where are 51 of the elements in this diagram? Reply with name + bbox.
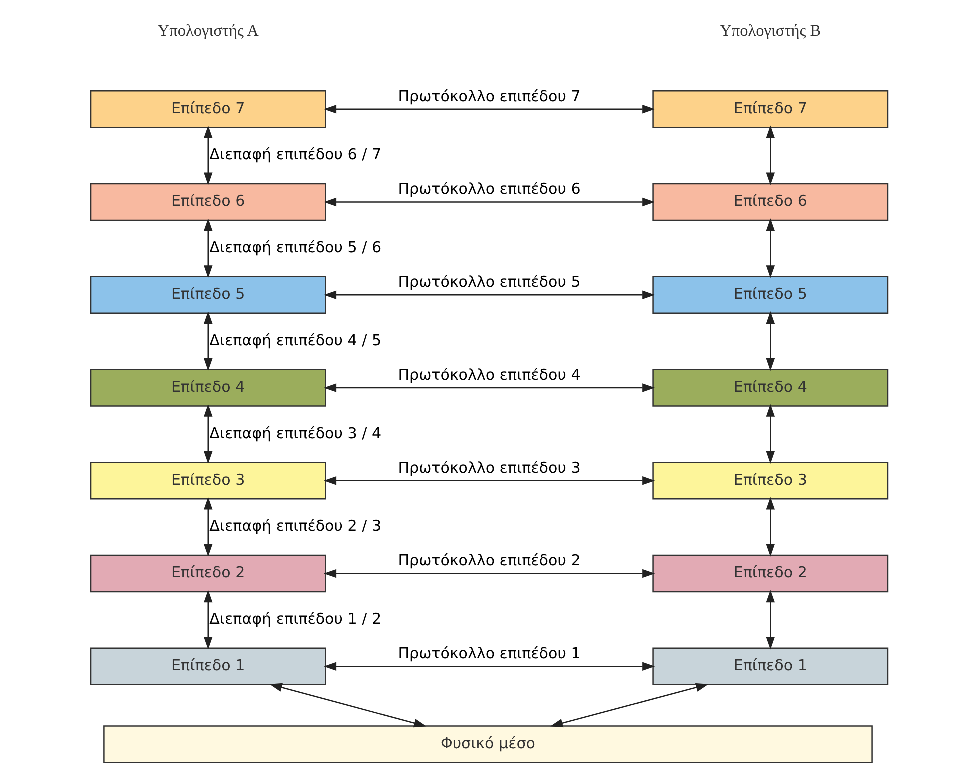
arrow: [766, 404, 776, 464]
arrow: [324, 476, 656, 486]
node-box: Επίπεδο 2: [652, 554, 889, 593]
edge-label: Διεπαφή επιπέδου 2 / 3: [210, 517, 382, 536]
edge-label: Πρωτόκολλο επιπέδου 2: [398, 552, 581, 570]
arrow: [766, 311, 776, 372]
arrow: [324, 198, 656, 207]
arrow: [324, 662, 656, 672]
arrow: [204, 311, 213, 372]
node-box: Επίπεδο 2: [90, 554, 326, 593]
arrow: [766, 218, 776, 278]
edge-label: Πρωτόκολλο επιπέδου 5: [398, 273, 581, 292]
edge-label: Διεπαφή επιπέδου 1 / 2: [210, 610, 382, 628]
edge-label: Διεπαφή επιπέδου 5 / 6: [210, 238, 382, 257]
node-box: Επίπεδο 6: [652, 183, 889, 222]
arrow: [204, 218, 213, 278]
node-box: Επίπεδο 5: [652, 276, 889, 314]
arrow: [766, 497, 776, 557]
edge-label: Πρωτόκολλο επιπέδου 6: [398, 180, 581, 198]
edge-label: Πρωτόκολλο επιπέδου 7: [398, 87, 581, 106]
node-box: Επίπεδο 7: [652, 90, 889, 128]
arrow: [324, 290, 656, 300]
arrow: [766, 590, 776, 650]
arrow: [204, 404, 213, 464]
arrow: [550, 683, 709, 728]
node-box: Επίπεδο 3: [90, 462, 326, 500]
node-box: Επίπεδο 1: [652, 648, 889, 686]
edge-label: Πρωτόκολλο επιπέδου 1: [398, 644, 581, 663]
node-box: Επίπεδο 3: [652, 462, 889, 500]
edge-label: Διεπαφή επιπέδου 6 / 7: [210, 146, 382, 164]
node-box: Επίπεδο 6: [90, 183, 326, 222]
arrow: [270, 683, 427, 728]
node-box: Επίπεδο 1: [90, 648, 326, 686]
node-box: Επίπεδο 5: [90, 276, 326, 314]
arrow: [204, 126, 213, 186]
node-box: Επίπεδο 4: [652, 369, 889, 407]
arrow: [204, 497, 213, 557]
node-box: Επίπεδο 7: [90, 90, 326, 128]
label: Υπολογιστής Β: [720, 20, 822, 40]
edge-label: Πρωτόκολλο επιπέδου 3: [398, 458, 581, 477]
arrow: [204, 590, 213, 650]
node-box: Φυσικό μέσο: [104, 726, 873, 764]
edge-label: Διεπαφή επιπέδου 3 / 4: [210, 424, 382, 442]
edge-label: Πρωτόκολλο επιπέδου 4: [398, 366, 581, 384]
arrow: [766, 126, 776, 186]
arrow: [324, 104, 656, 114]
edge-label: Διεπαφή επιπέδου 4 / 5: [210, 331, 382, 350]
arrow: [324, 384, 656, 392]
arrow: [324, 569, 656, 578]
node-box: Επίπεδο 4: [90, 369, 326, 407]
label: Υπολογιστής Α: [158, 20, 259, 40]
